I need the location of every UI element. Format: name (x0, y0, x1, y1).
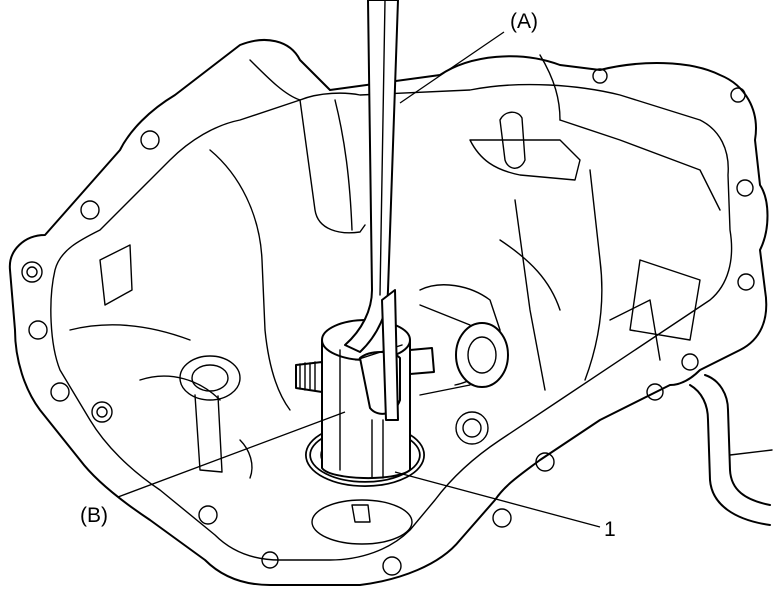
leader-a (399, 31, 505, 104)
lower-boss (179, 355, 413, 545)
callout-1: 1 (604, 518, 616, 541)
special-tool-a (344, 0, 399, 421)
shaft-boss (419, 304, 509, 396)
bolt-holes (21, 68, 755, 576)
side-pipe (689, 374, 773, 526)
case-flange-outline (8, 39, 769, 586)
leader-1 (394, 471, 601, 528)
callout-b: (B) (80, 504, 108, 527)
callout-a: (A) (510, 10, 538, 33)
leader-b (117, 411, 346, 498)
internal-ribs (69, 54, 721, 411)
